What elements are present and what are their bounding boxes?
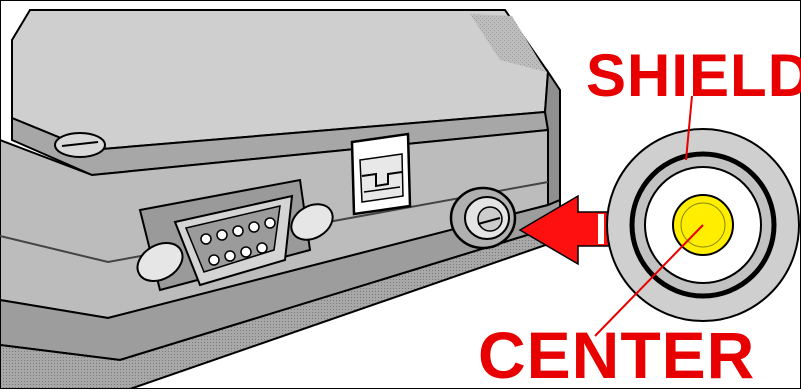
- shield-label: SHIELD: [586, 42, 801, 109]
- shield-leader-line: [685, 95, 693, 161]
- center-label: CENTER: [478, 318, 756, 392]
- db9-connector-icon: [136, 178, 334, 292]
- coax-jack-icon: [449, 186, 517, 250]
- rj-jack-icon: [350, 132, 412, 216]
- center-leader-line: [594, 224, 704, 337]
